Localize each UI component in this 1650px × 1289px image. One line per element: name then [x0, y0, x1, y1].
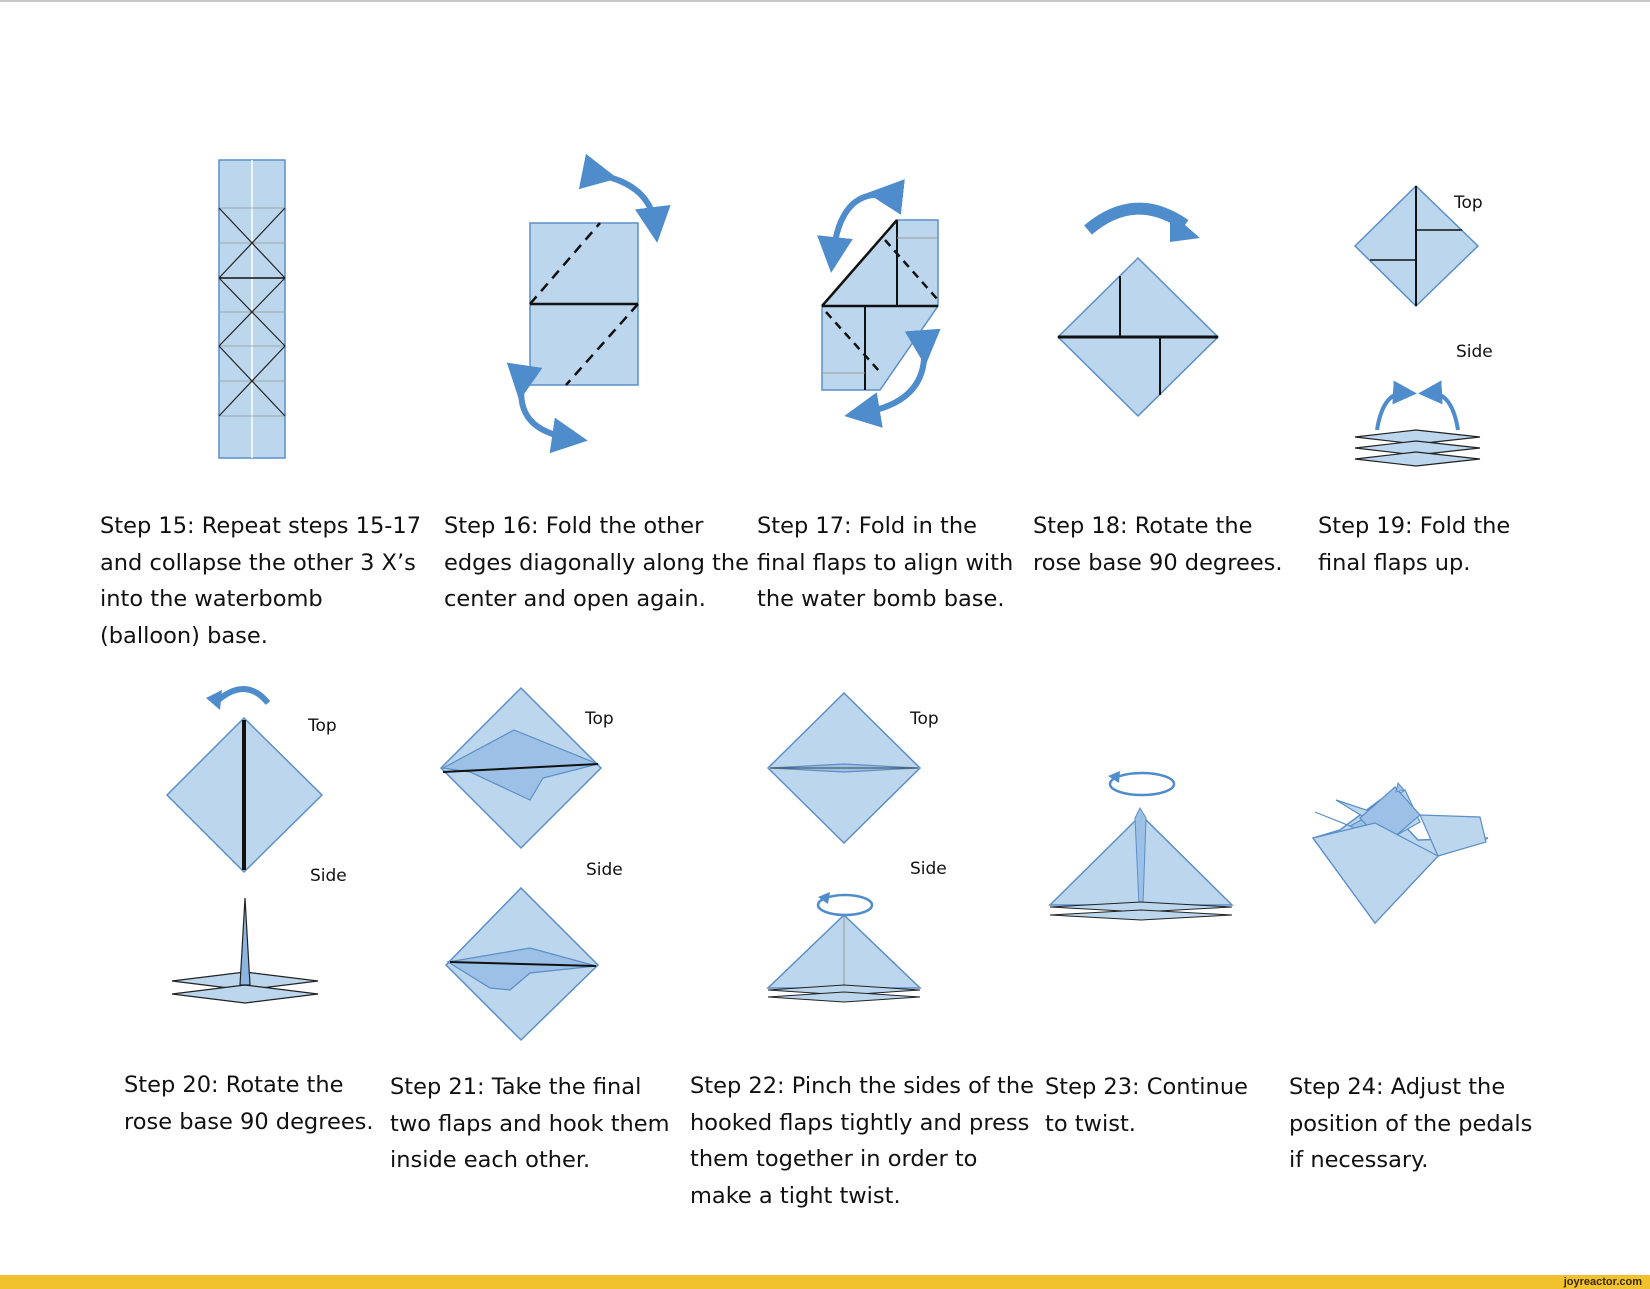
step-21-text: Step 21: Take the final two flaps and ho… — [390, 1074, 670, 1173]
step-24-diagram — [1311, 781, 1489, 925]
step-16-text: Step 16: Fold the other edges diagonally… — [444, 513, 749, 612]
step-22-diagram — [766, 691, 922, 1003]
watermark-logo[interactable]: joyreactor.com — [1563, 1276, 1642, 1288]
step-23-diagram — [1048, 771, 1234, 921]
step-19-text: Step 19: Fold the final flaps up. — [1318, 513, 1511, 576]
step-23-text: Step 23: Continue to twist. — [1045, 1074, 1248, 1137]
label-top-step-22: Top — [910, 709, 939, 729]
step-21-diagram — [439, 686, 603, 1042]
label-side-step-19: Side — [1456, 342, 1493, 362]
step-16-diagram — [506, 153, 671, 454]
step-20-text: Step 20: Rotate the rose base 90 degrees… — [124, 1072, 374, 1135]
footer-bar: joyreactor.com — [0, 1275, 1650, 1289]
step-19-diagram — [1353, 184, 1481, 467]
step-17-text: Step 17: Fold in the final flaps to alig… — [757, 513, 1014, 612]
step-17-diagram — [817, 179, 941, 428]
label-top-step-19: Top — [1454, 193, 1483, 213]
top-border-line — [0, 0, 1650, 2]
step-22-text: Step 22: Pinch the sides of the hooked f… — [690, 1073, 1034, 1209]
label-top-step-20: Top — [308, 716, 337, 736]
step-24-text: Step 24: Adjust the position of the peda… — [1289, 1074, 1533, 1173]
step-20-diagram — [165, 686, 324, 1004]
step-15-text: Step 15: Repeat steps 15-17 and collapse… — [100, 513, 422, 649]
label-side-step-21: Side — [586, 860, 623, 880]
label-side-step-22: Side — [910, 859, 947, 879]
step-18-text: Step 18: Rotate the rose base 90 degrees… — [1033, 513, 1283, 576]
step-15-diagram — [218, 159, 286, 459]
label-top-step-21: Top — [585, 709, 614, 729]
step-18-diagram — [1056, 202, 1220, 418]
label-side-step-20: Side — [310, 866, 347, 886]
